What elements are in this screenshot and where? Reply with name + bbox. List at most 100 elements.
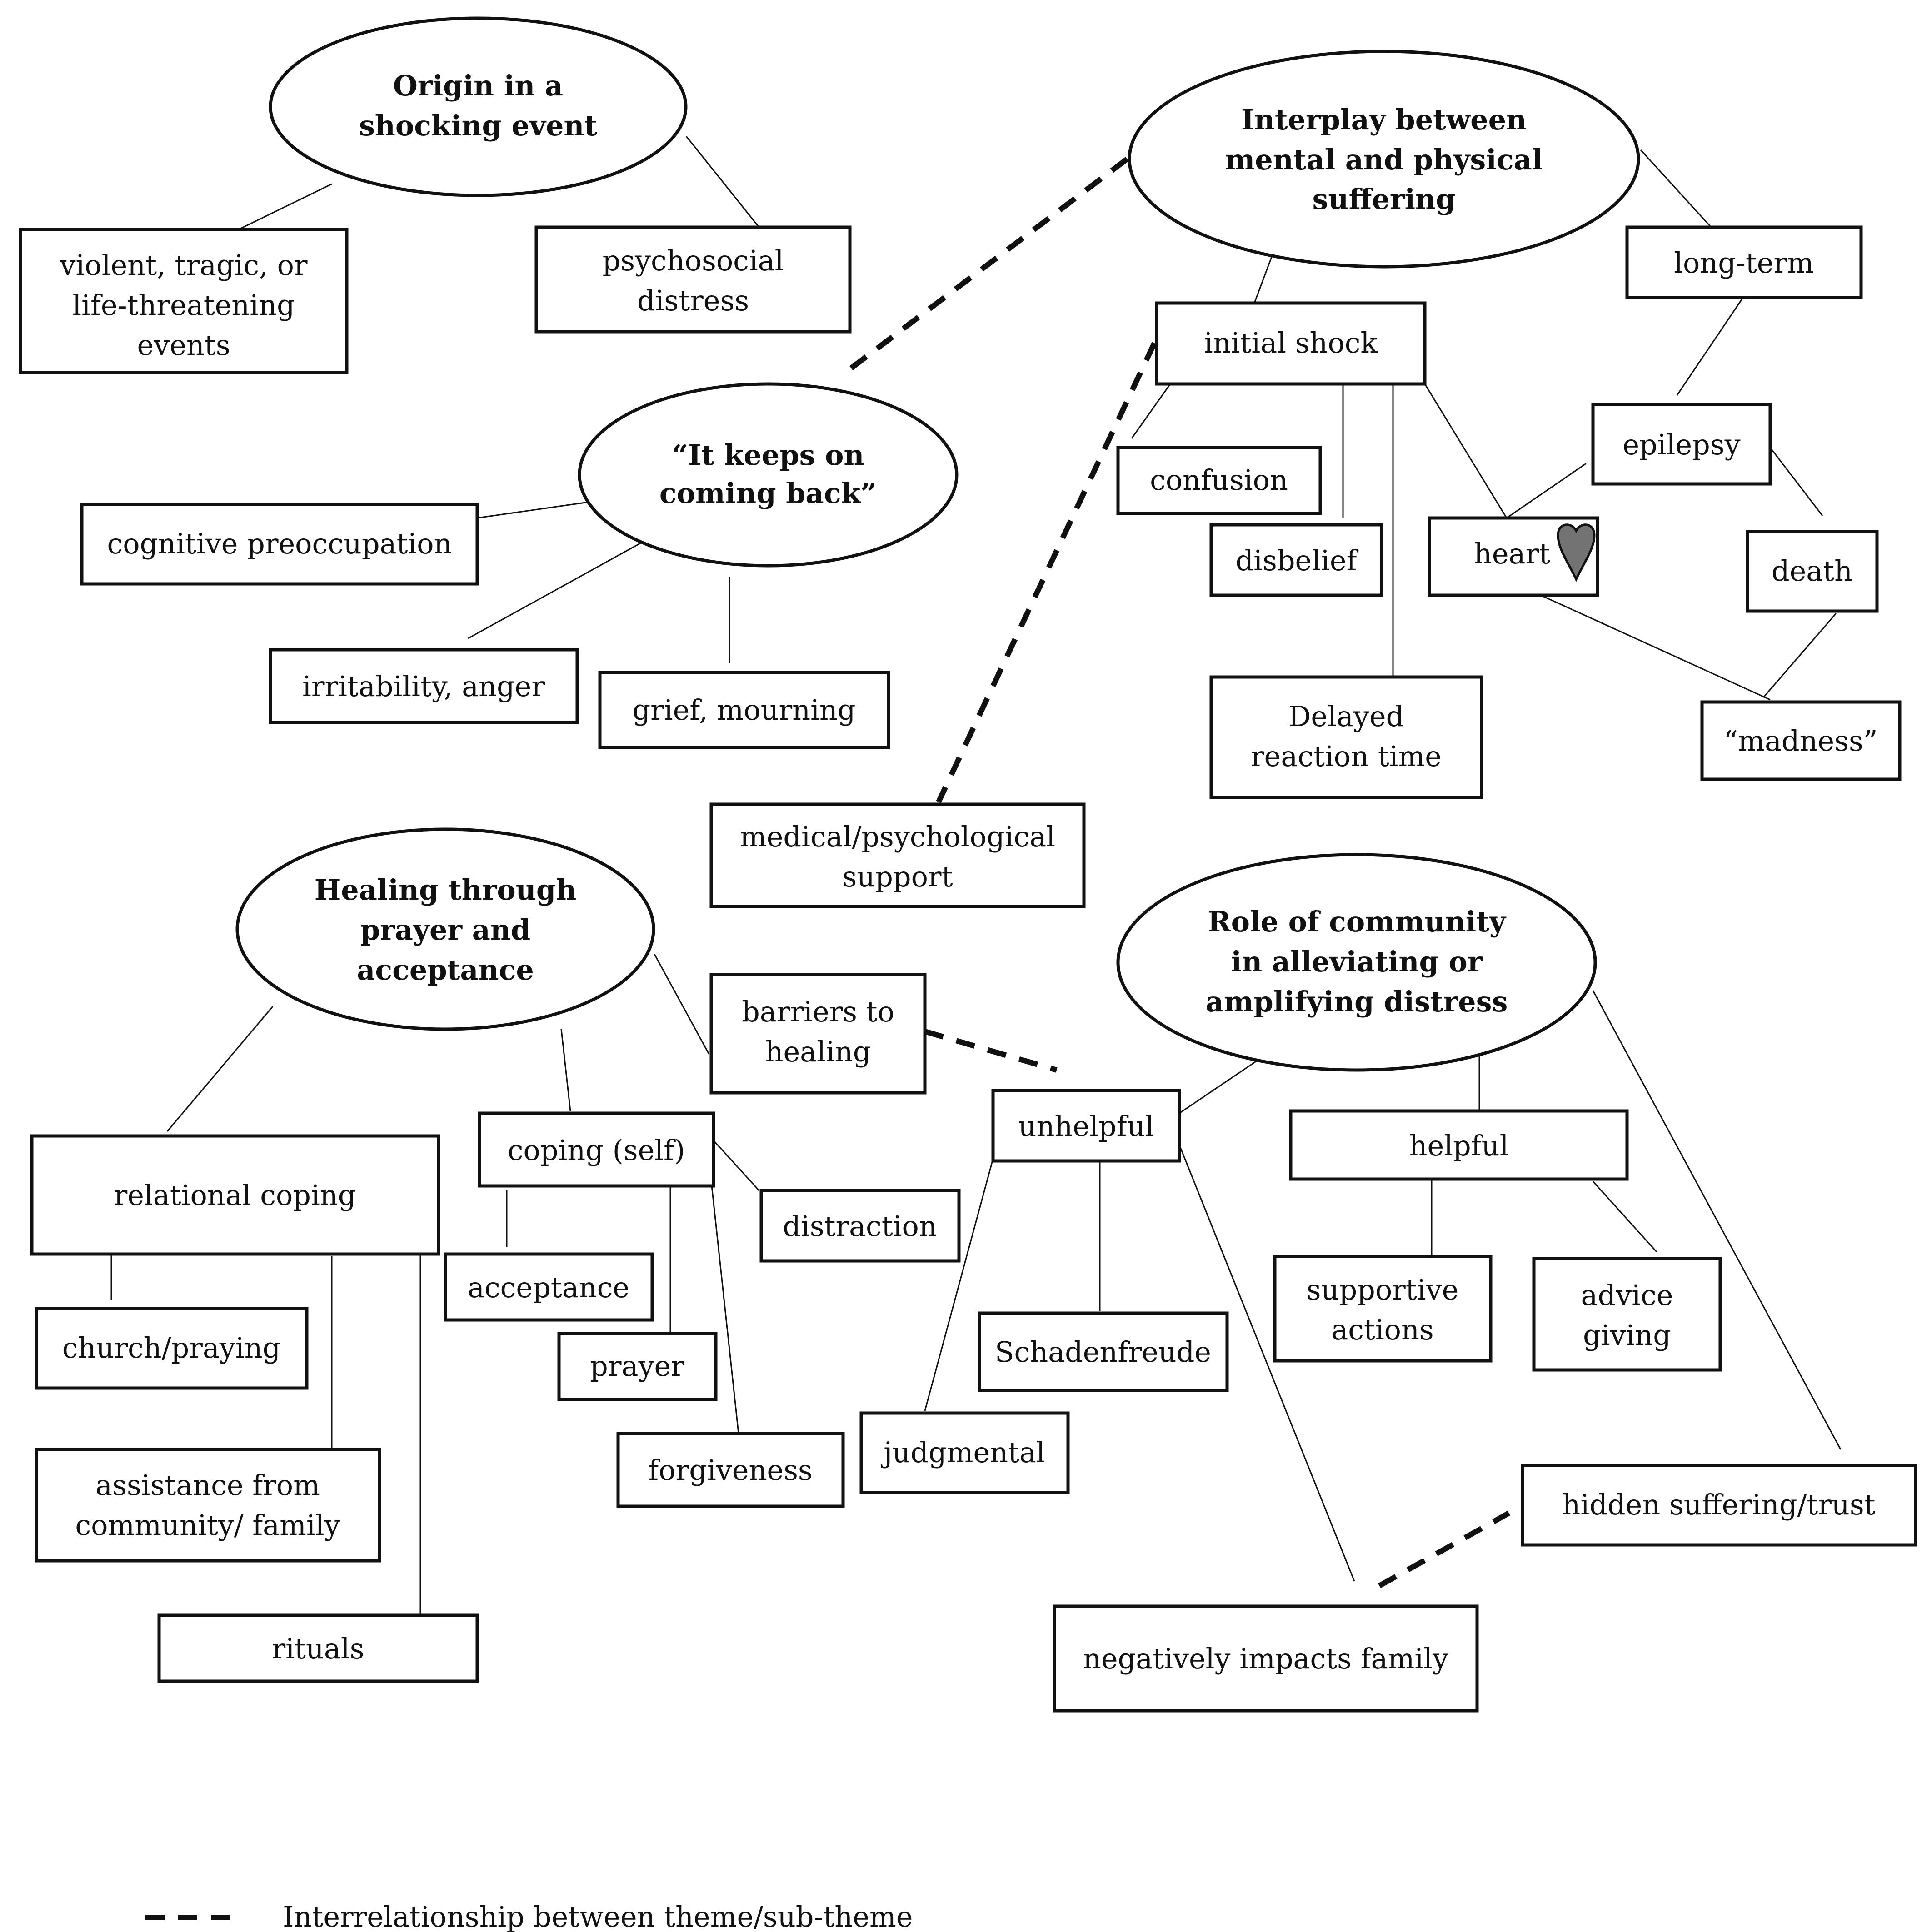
subtheme-forgiveness-label: forgiveness (648, 1454, 812, 1487)
subtheme-relational-label: relational coping (114, 1179, 356, 1212)
subtheme-cognitive-preoccupation: cognitive preoccupation (80, 503, 479, 586)
link-unhelpful-judgmental (924, 1158, 994, 1411)
subtheme-schadenfreude-label: Schadenfreude (995, 1335, 1211, 1369)
subtheme-church-praying: church/praying (35, 1307, 309, 1390)
subtheme-acceptance: acceptance (444, 1252, 654, 1322)
link-community-hidden (1592, 990, 1842, 1450)
subtheme-violent-line2: life-threatening (72, 289, 295, 322)
link-healing-barriers (654, 954, 710, 1055)
theme-community: Role of community in alleviating or ampl… (1116, 853, 1597, 1072)
subtheme-schadenfreude: Schadenfreude (978, 1311, 1229, 1392)
theme-interplay: Interplay between mental and physical su… (1128, 50, 1640, 269)
subtheme-negatively-impacts: negatively impacts family (1053, 1604, 1479, 1713)
subtheme-heart: heart (1428, 516, 1599, 597)
link-healing-coping (560, 1029, 571, 1111)
subtheme-long-term: long-term (1625, 225, 1863, 299)
link-keeps-irritability (468, 542, 641, 639)
subtheme-initial-shock-label: initial shock (1204, 326, 1378, 359)
legend: Interrelationship between theme/sub-them… (145, 1900, 913, 1932)
link-origin-violent (238, 183, 332, 230)
theme-origin: Origin in a shocking event (269, 16, 688, 197)
subtheme-epilepsy-label: epilepsy (1622, 428, 1740, 461)
subtheme-barriers-line1: barriers to (742, 995, 894, 1028)
link-helpful-advice (1592, 1180, 1657, 1253)
subtheme-irritability: irritability, anger (269, 648, 579, 724)
subtheme-judgmental: judgmental (859, 1411, 1070, 1494)
subtheme-long-term-label: long-term (1674, 246, 1814, 279)
legend-label: Interrelationship between theme/sub-them… (283, 1900, 913, 1932)
subtheme-unhelpful: unhelpful (991, 1089, 1181, 1163)
subtheme-assistance-line2: community/ family (75, 1509, 340, 1542)
subtheme-barriers-line2: healing (765, 1035, 871, 1068)
subtheme-relational-coping: relational coping (30, 1134, 440, 1256)
theme-keeps-coming-back: “It keeps on coming back” (578, 382, 959, 568)
link-death-madness (1762, 613, 1837, 698)
subtheme-advice-line1: advice (1581, 1279, 1673, 1312)
subtheme-supportive-line2: actions (1331, 1313, 1434, 1346)
subtheme-medical-support: medical/psychological support (709, 802, 1086, 908)
link-interplay-longterm (1640, 149, 1712, 228)
subtheme-cognitive-label: cognitive preoccupation (107, 527, 452, 560)
subtheme-distraction-label: distraction (783, 1210, 937, 1243)
subtheme-assistance-line1: assistance from (95, 1469, 320, 1502)
dash-interplay-keeps (844, 157, 1129, 375)
link-initialshock-heart (1424, 383, 1508, 518)
subtheme-medical-line2: support (842, 860, 953, 893)
subtheme-forgiveness: forgiveness (616, 1432, 845, 1508)
link-longterm-epilepsy (1676, 297, 1744, 396)
subtheme-helpful-label: helpful (1409, 1129, 1509, 1162)
link-keeps-cognitive (477, 501, 589, 519)
theme-community-line2: in alleviating or (1231, 945, 1483, 978)
subtheme-grief-label: grief, mourning (632, 693, 855, 727)
link-community-unhelpful (1179, 1060, 1257, 1114)
link-coping-distraction (713, 1140, 760, 1191)
subtheme-madness: “madness” (1700, 700, 1902, 781)
link-heart-madness (1540, 594, 1771, 701)
subtheme-disbelief: disbelief (1209, 523, 1383, 597)
subtheme-barriers: barriers to healing (709, 973, 927, 1095)
subtheme-medical-line1: medical/psychological (740, 820, 1055, 853)
subtheme-violent-events: violent, tragic, or life-threatening eve… (19, 228, 349, 374)
subtheme-death-label: death (1772, 554, 1852, 588)
link-epilepsy-death (1769, 447, 1823, 516)
subtheme-death: death (1746, 530, 1879, 613)
subtheme-assistance: assistance from community/ family (35, 1448, 381, 1563)
theme-healing-line3: acceptance (357, 953, 534, 986)
link-unhelpful-negatively (1178, 1145, 1355, 1582)
dash-barriers-unhelpful (924, 1029, 1058, 1073)
link-initialshock-confusion (1131, 383, 1171, 439)
theme-healing-line1: Healing through (315, 873, 577, 906)
link-epilepsy-heart (1506, 463, 1587, 519)
link-origin-psychosocial (685, 136, 760, 228)
subtheme-confusion-label: confusion (1150, 463, 1288, 497)
subtheme-delayed-line1: Delayed (1288, 700, 1404, 733)
subtheme-helpful: helpful (1289, 1109, 1629, 1181)
theme-healing-line2: prayer and (360, 913, 531, 946)
subtheme-advice-line2: giving (1583, 1319, 1671, 1352)
subtheme-epilepsy: epilepsy (1591, 403, 1772, 486)
theme-community-line3: amplifying distress (1206, 985, 1508, 1018)
subtheme-delayed-reaction: Delayed reaction time (1209, 675, 1483, 799)
subtheme-supportive-line1: supportive (1307, 1273, 1459, 1306)
theme-interplay-line1: Interplay between (1241, 103, 1527, 136)
subtheme-unhelpful-label: unhelpful (1018, 1110, 1154, 1143)
subtheme-coping-self-label: coping (self) (508, 1134, 685, 1167)
subtheme-psychosocial-line1: psychosocial (602, 244, 784, 277)
subtheme-advice-giving: advice giving (1532, 1257, 1722, 1372)
theme-interplay-line2: mental and physical (1225, 143, 1543, 176)
subtheme-violent-line1: violent, tragic, or (59, 249, 307, 282)
theme-origin-line1: Origin in a (393, 69, 563, 102)
subtheme-coping-self: coping (self) (478, 1111, 715, 1188)
subtheme-acceptance-label: acceptance (468, 1271, 629, 1304)
theme-keeps-line1: “It keeps on (672, 438, 864, 472)
subtheme-prayer-label: prayer (590, 1349, 684, 1383)
subtheme-negatively-label: negatively impacts family (1083, 1642, 1448, 1675)
subtheme-psychosocial-line2: distress (637, 284, 749, 317)
subtheme-rituals: rituals (157, 1613, 479, 1683)
link-coping-forgiveness (710, 1181, 739, 1434)
subtheme-rituals-label: rituals (272, 1632, 364, 1665)
subtheme-hidden-suffering: hidden suffering/trust (1521, 1464, 1917, 1547)
subtheme-disbelief-label: disbelief (1235, 544, 1358, 577)
theme-healing: Healing through prayer and acceptance (235, 827, 655, 1031)
theme-origin-line2: shocking event (359, 109, 598, 142)
